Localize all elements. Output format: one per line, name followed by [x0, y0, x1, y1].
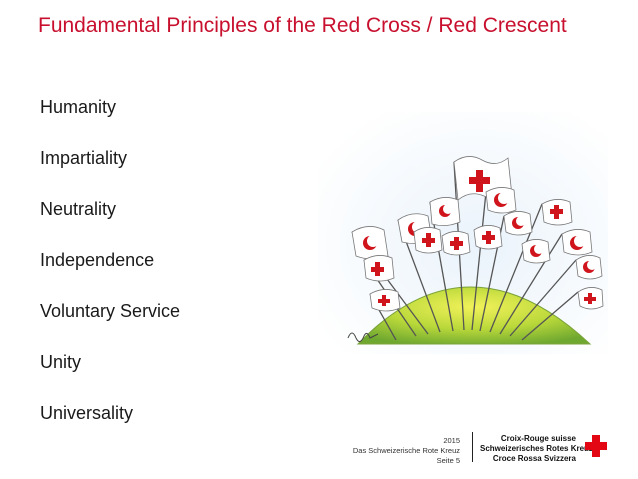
principle-item: Humanity: [40, 97, 117, 117]
footer-page: Seite 5: [436, 456, 460, 465]
org-name-fr: Croix-Rouge suisse: [500, 434, 576, 443]
flags-on-globe-illustration: [318, 112, 608, 354]
artist-signature: [347, 332, 379, 342]
org-name-block: Croix-Rouge suisse Schweizerisches Rotes…: [480, 434, 593, 464]
footer-meta: 2015 Das Schweizerische Rote Kreuz Seite…: [353, 436, 460, 466]
red-cross-logo-icon: [585, 435, 607, 457]
org-name-de: Schweizerisches Rotes Kreuz: [480, 444, 593, 453]
principle-item: Impartiality: [40, 148, 128, 168]
principle-item: Voluntary Service: [40, 301, 181, 321]
principle-item: Neutrality: [40, 199, 117, 219]
footer-year: 2015: [443, 436, 460, 445]
org-name-it: Croce Rossa Svizzera: [492, 454, 576, 463]
principle-item: Universality: [40, 403, 134, 423]
slide-title: Fundamental Principles of the Red Cross …: [38, 14, 567, 37]
principle-item: Unity: [40, 352, 82, 372]
principle-item: Independence: [40, 250, 155, 270]
footer-divider: [472, 432, 473, 462]
principles-list: Humanity Impartiality Neutrality Indepen…: [40, 96, 180, 453]
footer-organization: Das Schweizerische Rote Kreuz: [352, 446, 460, 455]
